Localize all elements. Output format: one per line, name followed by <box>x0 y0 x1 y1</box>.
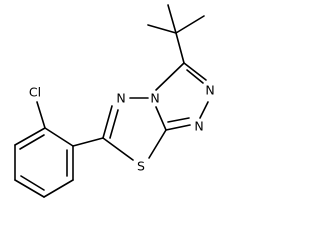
atom-label-cl: Cl <box>29 85 41 100</box>
bond-ph-c4-c5-inner <box>20 175 45 191</box>
bond-n-left-c6 <box>102 105 113 139</box>
atom-label-n-triazole-lower: N <box>194 119 203 134</box>
bond-n2-n1 <box>199 101 209 119</box>
bond-ph-c1-c2 <box>44 127 74 147</box>
bond-n4-c3 <box>155 62 185 91</box>
atom-label-n-triazole-upper: N <box>205 83 214 98</box>
bond-tbu-methyl-top <box>167 4 177 34</box>
atom-label-n-bridge-left: N <box>116 91 125 106</box>
bond-n1-c8a <box>165 124 191 131</box>
triazole-ring <box>155 62 209 131</box>
bond-c8a-n4 <box>155 106 167 131</box>
thiadiazole-ring <box>102 97 167 161</box>
bond-ph-c4-c5 <box>14 179 45 198</box>
bond-ph-c5-c6 <box>43 179 74 198</box>
bond-s-c8a <box>148 129 167 159</box>
atom-label-s: S <box>137 159 145 174</box>
bond-c6-s <box>102 137 134 161</box>
bond-n1-c8a-double <box>167 117 190 123</box>
chlorophenyl-ring <box>14 101 104 198</box>
bond-ph-cl <box>36 101 46 129</box>
tert-butyl-group <box>147 4 205 64</box>
bond-c3-n2-double <box>186 69 204 84</box>
bond-tbu-methyl-left <box>147 24 177 34</box>
bond-ph-c2-c3 <box>14 127 46 146</box>
bond-c6-phenyl <box>72 137 104 147</box>
bond-c3-n2 <box>183 62 207 81</box>
atom-label-n-bridgehead: N <box>150 91 159 106</box>
bond-tbu-methyl-right <box>175 15 205 34</box>
bond-n-left-c6-double <box>109 109 119 139</box>
bond-ph-c2-c3-inner <box>19 134 45 150</box>
bond-tbu-to-ring <box>175 32 185 64</box>
molecule-structure: Cl S N N N N <box>14 4 215 198</box>
